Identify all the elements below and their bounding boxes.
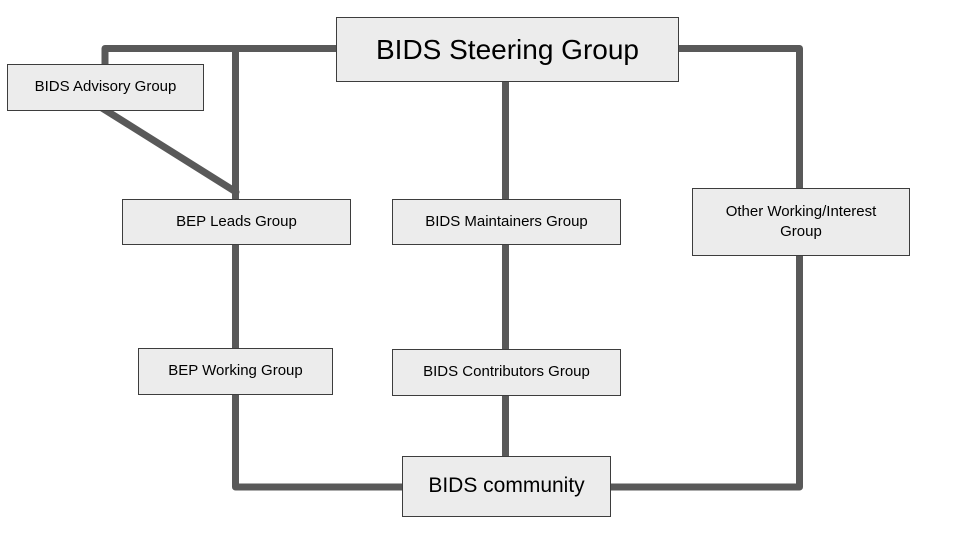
connector-left-column [232, 48, 407, 491]
node-bids-community: BIDS community [402, 456, 611, 517]
node-label: BIDS Contributors Group [423, 363, 590, 381]
node-label: Other Working/Interest Group [725, 202, 877, 240]
node-bids-advisory-group: BIDS Advisory Group [7, 64, 204, 111]
connector-frame [101, 45, 803, 491]
node-bids-contributors-group: BIDS Contributors Group [392, 349, 621, 396]
node-bids-maintainers-group: BIDS Maintainers Group [392, 199, 621, 245]
node-bep-working-group: BEP Working Group [138, 348, 333, 395]
node-bep-leads-group: BEP Leads Group [122, 199, 351, 245]
node-label: BIDS Advisory Group [34, 78, 177, 96]
node-bids-steering-group: BIDS Steering Group [336, 17, 679, 82]
node-label: BEP Leads Group [176, 212, 297, 230]
node-label: BIDS Steering Group [375, 33, 640, 65]
node-other-working-interest-group: Other Working/Interest Group [692, 188, 910, 256]
node-label: BEP Working Group [168, 362, 303, 380]
node-label: BIDS Maintainers Group [425, 212, 588, 230]
node-label: BIDS community [428, 474, 585, 498]
connector-advisory-diagonal [98, 104, 240, 196]
